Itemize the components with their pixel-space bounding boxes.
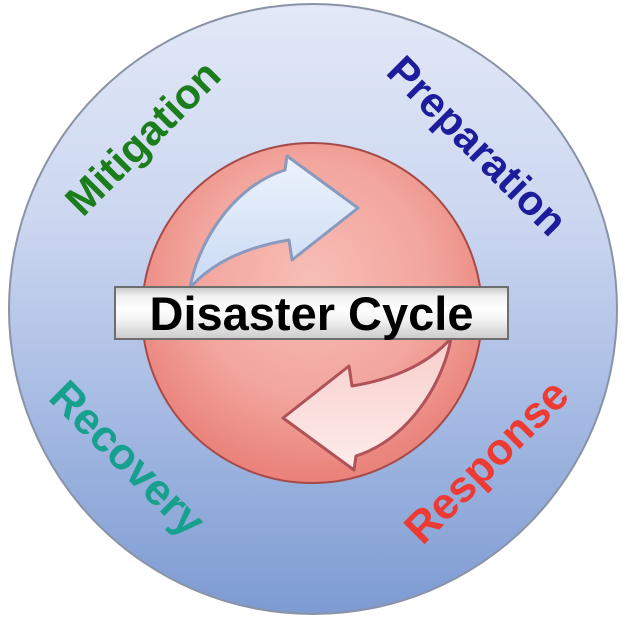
curved-arrow-left-icon (281, 336, 453, 472)
diagram-title: Disaster Cycle (149, 286, 474, 340)
title-banner: Disaster Cycle (114, 286, 509, 340)
curved-arrow-right-icon (188, 154, 360, 290)
